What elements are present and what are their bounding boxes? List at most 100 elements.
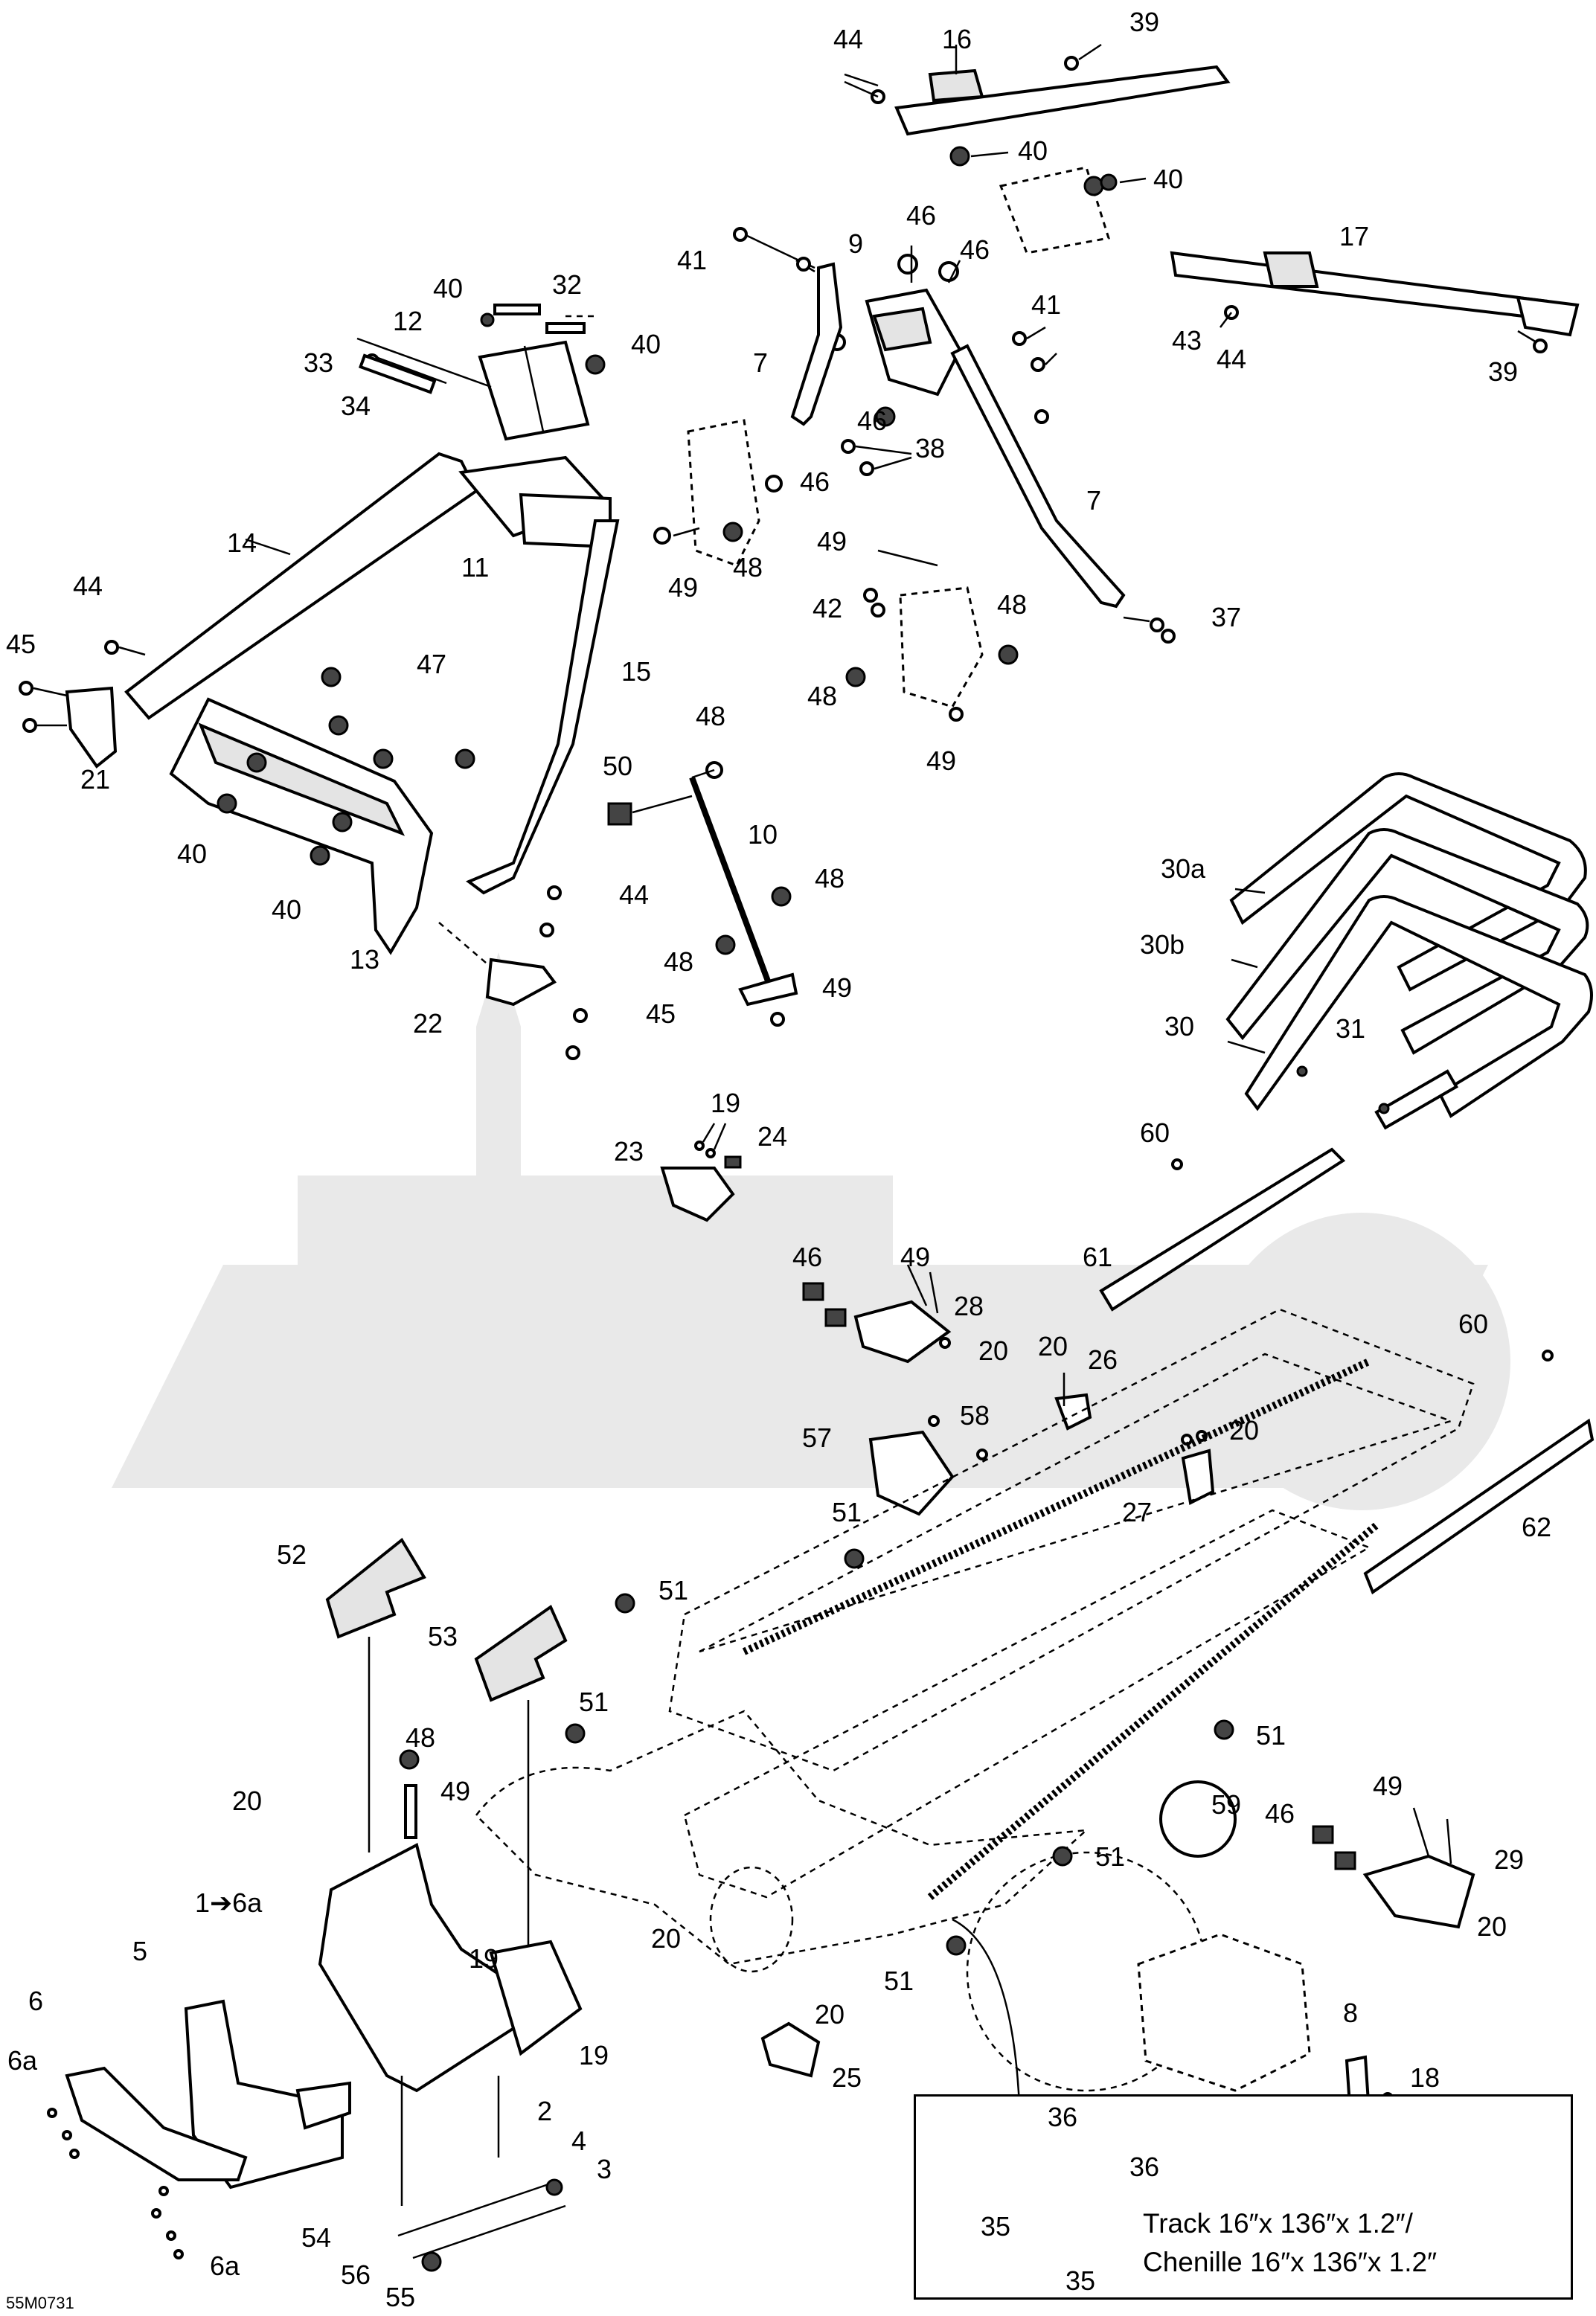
callout-46: 46	[800, 466, 830, 497]
part-52-block	[325, 1538, 426, 1853]
suspension-plate-upper	[653, 419, 783, 567]
callout-30a: 30a	[1161, 853, 1206, 884]
callout-30: 30	[1164, 1011, 1195, 1042]
pointer-to-track-inset	[952, 1918, 1021, 2106]
diagram-code: 55M0731	[6, 2294, 74, 2312]
callout-41: 41	[677, 245, 708, 275]
track-note-line2: Chenille 16″x 136″x 1.2″	[1143, 2247, 1438, 2277]
part-10-rod	[607, 761, 798, 1027]
callout-48: 48	[664, 946, 694, 977]
callout-35: 35	[1065, 2265, 1096, 2296]
callout-20: 20	[1477, 1911, 1507, 1942]
callout-35: 35	[981, 2211, 1011, 2242]
callout-51: 51	[658, 1575, 689, 1606]
callout-42: 42	[813, 593, 843, 623]
callout-32: 32	[552, 269, 583, 300]
suspension-plate-lower	[845, 549, 1019, 722]
callout-57: 57	[802, 1422, 833, 1453]
callout-34: 34	[341, 391, 371, 421]
part-12-plate	[356, 304, 606, 441]
part-7-left-link	[733, 227, 843, 426]
fasteners-front	[47, 2108, 184, 2259]
part-27-bracket	[1181, 1430, 1215, 1505]
callout-19: 19	[469, 1943, 499, 1974]
part-44-bolts-right	[539, 885, 562, 937]
part-1-front-assembly	[318, 1749, 583, 2093]
callout-22: 22	[413, 1008, 443, 1039]
callout-52: 52	[277, 1539, 307, 1570]
callout-20: 20	[978, 1335, 1009, 1366]
callout-45: 45	[646, 998, 676, 1029]
callout-40: 40	[1018, 135, 1048, 166]
callout-7: 7	[753, 347, 769, 378]
callout-11: 11	[461, 552, 490, 583]
callout-40: 40	[1153, 164, 1184, 194]
callout-40: 40	[631, 329, 661, 359]
callout-6: 6	[28, 1986, 44, 2016]
callout-23: 23	[614, 1136, 644, 1167]
callout-31: 31	[1336, 1013, 1366, 1044]
part-7-right-link	[950, 326, 1176, 644]
callout-49: 49	[1373, 1771, 1403, 1801]
callout-49: 49	[900, 1242, 931, 1272]
track-note-line1: Track 16″x 136″x 1.2″/	[1143, 2208, 1413, 2239]
callout-40: 40	[177, 838, 208, 869]
callout-27: 27	[1122, 1497, 1153, 1527]
watermark-logo	[112, 952, 1510, 1510]
callout-58: 58	[960, 1400, 990, 1431]
part-22-bracket	[438, 922, 588, 1060]
part-21-bracket	[19, 681, 118, 769]
callout-10: 10	[748, 819, 778, 850]
callout-46: 46	[906, 200, 937, 231]
callout-51: 51	[884, 1966, 914, 1996]
callout-50: 50	[603, 751, 633, 781]
callout-28: 28	[954, 1291, 984, 1321]
callout-56: 56	[341, 2259, 371, 2290]
callout-49: 49	[822, 972, 853, 1003]
callout-36: 36	[1129, 2152, 1160, 2182]
callout-43: 43	[1172, 325, 1202, 356]
callout-53: 53	[428, 1621, 458, 1652]
callout-26: 26	[1088, 1344, 1118, 1375]
callout-12: 12	[393, 306, 423, 336]
callout-48: 48	[807, 681, 838, 711]
callout-40: 40	[433, 273, 464, 304]
callout-5: 5	[132, 1936, 148, 1966]
part-61-rail	[1099, 1147, 1346, 1312]
callout-46: 46	[1265, 1798, 1295, 1829]
callout-41: 41	[1031, 289, 1062, 320]
callout-44: 44	[833, 24, 864, 54]
callout-40: 40	[272, 894, 302, 925]
part-28-bracket	[802, 1264, 952, 1364]
callout-33: 33	[304, 347, 334, 378]
callout-9: 9	[848, 228, 864, 259]
callout-8: 8	[1343, 1998, 1359, 2028]
callout-48: 48	[815, 863, 845, 894]
callout-46: 46	[857, 405, 888, 436]
callout-55: 55	[385, 2282, 416, 2312]
callout-24: 24	[757, 1121, 788, 1152]
callout-54: 54	[301, 2222, 332, 2253]
parts-54-55-56	[397, 2076, 566, 2272]
part-25-clip	[760, 2021, 821, 2078]
callout-46: 46	[792, 1242, 823, 1272]
part-29-bracket	[1312, 1807, 1475, 1929]
callout-45: 45	[6, 629, 36, 659]
callout-48: 48	[997, 589, 1028, 620]
callout-51: 51	[1256, 1720, 1286, 1751]
callout-49: 49	[926, 745, 957, 776]
callout-47: 47	[417, 649, 447, 679]
callout-48: 48	[696, 701, 726, 731]
part-38-bolts	[841, 439, 912, 476]
callout-49: 49	[440, 1776, 471, 1806]
callout-20: 20	[815, 1999, 845, 2030]
callout-51: 51	[832, 1497, 862, 1527]
callout-13: 13	[350, 944, 380, 975]
part-44-bolts-left	[104, 640, 146, 656]
callout-20: 20	[651, 1923, 682, 1954]
track-inset-box	[914, 2094, 1573, 2300]
callout-15: 15	[621, 656, 652, 687]
part-51-nuts	[565, 1548, 1234, 1956]
part-53-block	[474, 1604, 568, 1979]
